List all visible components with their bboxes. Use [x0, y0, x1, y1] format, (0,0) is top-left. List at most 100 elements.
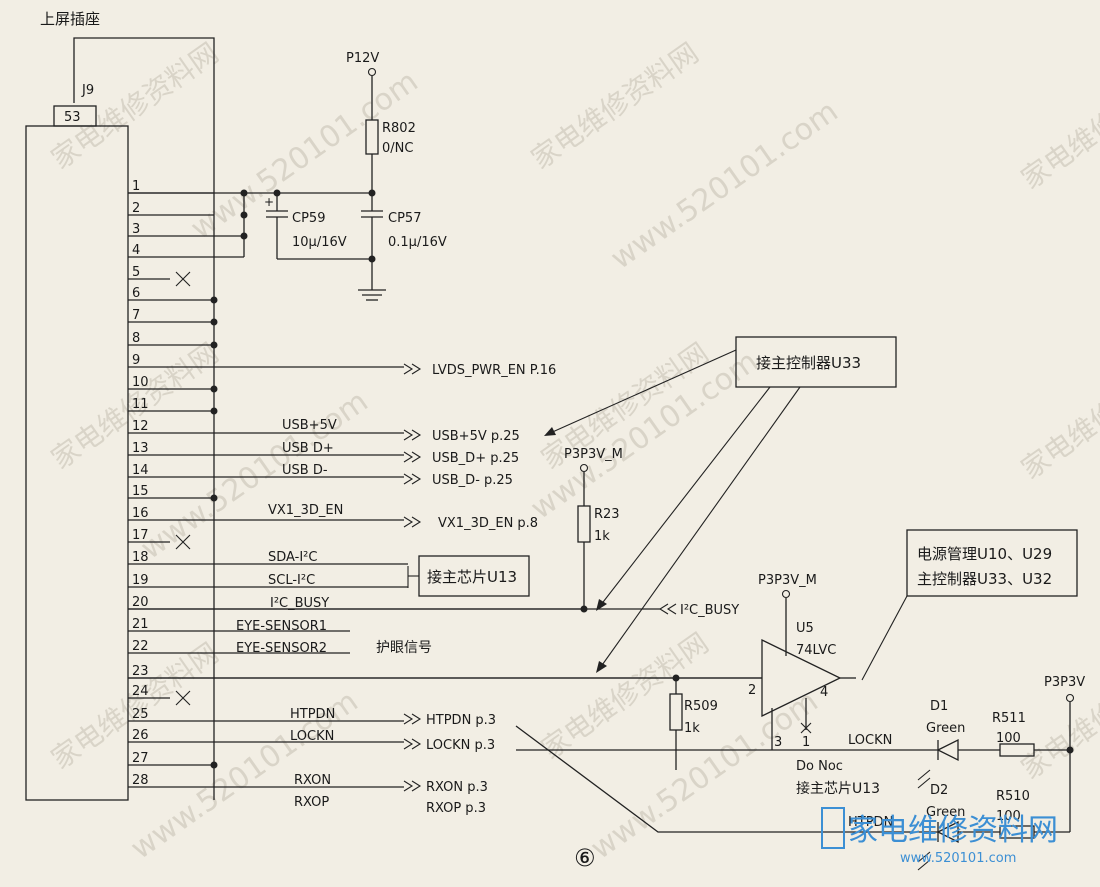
pin-number: 2 [132, 201, 140, 216]
u5-ref: U5 [796, 621, 814, 636]
u5-part: 74LVC [796, 643, 836, 658]
junction-dot [240, 211, 248, 219]
offpage-arrow [403, 516, 422, 528]
pin-number: 22 [132, 639, 149, 654]
led-section: P3P3V LOCKN D1 Green R511 100 HTPDN D2 G… [515, 675, 1085, 871]
pin-row: 1 [128, 179, 214, 194]
offpage-arrow [403, 363, 422, 375]
u5-pin4: 4 [820, 685, 828, 700]
pin-row: 13 [128, 441, 404, 456]
pin-number: 19 [132, 573, 149, 588]
pin-number: 9 [132, 353, 140, 368]
htpdn-right-label: HTPDN [848, 815, 893, 830]
diagram-title: 上屏插座 [40, 10, 100, 28]
d2-ref: D2 [930, 783, 948, 798]
junction-dot [273, 189, 281, 197]
pin-number: 16 [132, 506, 149, 521]
junction-dot [240, 189, 248, 197]
pin-number: 20 [132, 595, 149, 610]
cp59-ref: CP59 [292, 211, 325, 226]
net-eye2: EYE-SENSOR2 [236, 641, 327, 656]
pointer-line [599, 386, 771, 607]
connector-j9: J9 53 [25, 37, 215, 801]
logo-mark [821, 807, 845, 849]
pin-number: 3 [132, 222, 140, 237]
pin-number: 24 [132, 684, 149, 699]
net-labels: USB+5V USB D+ USB D- VX1_3D_EN SDA-I²C S… [236, 418, 432, 810]
pin-row: 25 [128, 707, 404, 722]
u33-box [735, 336, 897, 388]
pin-row: 10 [128, 375, 214, 390]
offpage-htpdn: HTPDN p.3 [426, 713, 496, 728]
donoc-note: Do Noc [796, 759, 843, 774]
junction-dot [210, 385, 218, 393]
pointer-arrowhead [544, 427, 556, 436]
u33-box-label: 接主控制器U33 [756, 354, 861, 372]
pin-number: 10 [132, 375, 149, 390]
offpage-arrow [403, 451, 422, 463]
ground-bus-dots [210, 296, 218, 769]
d2-color: Green [926, 805, 965, 820]
pin-row: 8 [128, 331, 214, 346]
cp57-ref: CP57 [388, 211, 421, 226]
pin-row: 11 [128, 397, 214, 412]
offpage-connectors: LVDS_PWR_EN P.16 USB+5V p.25 USB_D+ p.25… [403, 363, 739, 816]
watermark-text: 家电维修资料网 [1015, 346, 1100, 485]
p3p3v-label: P3P3V [1044, 675, 1085, 690]
pin-number: 21 [132, 617, 149, 632]
p12v-label: P12V [346, 51, 379, 66]
net-usbdp: USB D+ [282, 441, 334, 456]
offpage-usbdm: USB_D- p.25 [432, 473, 513, 488]
power-mgmt-line1: 电源管理U10、U29 [917, 545, 1052, 563]
pin-row: 20 [128, 595, 584, 610]
d1-diode [936, 738, 959, 762]
offpage-arrow [403, 429, 422, 441]
led-light-arrows [917, 851, 931, 871]
junction-dot [240, 232, 248, 240]
offpage-rxon: RXON p.3 [426, 780, 488, 795]
i2c-busy-section: P3P3V_M R23 1k [128, 447, 660, 613]
net-usbdm: USB D- [282, 463, 328, 478]
watermark-text: 家电维修资料网 [1015, 56, 1100, 195]
pointer-line [547, 349, 737, 435]
p3p3v-m-label-u5: P3P3V_M [758, 573, 817, 588]
offpage-rxop: RXOP p.3 [426, 801, 486, 816]
pin-number: 11 [132, 397, 149, 412]
junction-dot [672, 674, 680, 682]
pin-number: 18 [132, 550, 149, 565]
d1-color: Green [926, 721, 965, 736]
u5-pin1: 1 [802, 735, 810, 750]
offpage-i2cbusy: I²C_BUSY [680, 603, 739, 618]
u5-pin2: 2 [748, 683, 756, 698]
pin-number: 25 [132, 707, 149, 722]
no-connect-x [800, 722, 812, 734]
offpage-usbdp: USB_D+ p.25 [432, 451, 519, 466]
pin-number: 6 [132, 286, 140, 301]
p12v-terminal [367, 67, 377, 77]
r23-ref: R23 [594, 507, 620, 522]
r510-value: 100 [996, 809, 1021, 824]
pin-row: 9 [128, 353, 404, 368]
pin-number: 12 [132, 419, 149, 434]
pin-row: 12 [128, 419, 404, 434]
r510-ref: R510 [996, 789, 1030, 804]
net-rxon: RXON [294, 773, 331, 788]
u5-buffer: P3P3V_M U5 74LVC 2 4 3 1 Do Noc 接主芯片U13 … [128, 573, 880, 797]
pin-number: 1 [132, 179, 140, 194]
r509-value: 1k [684, 721, 700, 736]
offpage-usb5v: USB+5V p.25 [432, 429, 520, 444]
pin-number: 17 [132, 528, 149, 543]
offpage-lvds: LVDS_PWR_EN P.16 [432, 363, 556, 378]
net-scl: SCL-I²C [268, 573, 315, 588]
net-eye1: EYE-SENSOR1 [236, 619, 327, 634]
connector-body [25, 125, 129, 801]
watermark-text: 家电维修资料网 [1015, 646, 1100, 785]
r511-ref: R511 [992, 711, 1026, 726]
connector-outline [73, 37, 215, 800]
pin-number: 7 [132, 308, 140, 323]
pin-row: 19 [128, 573, 408, 588]
r802-ref: R802 [382, 121, 416, 136]
no-connect-x [175, 271, 191, 287]
r509-resistor [669, 693, 683, 731]
